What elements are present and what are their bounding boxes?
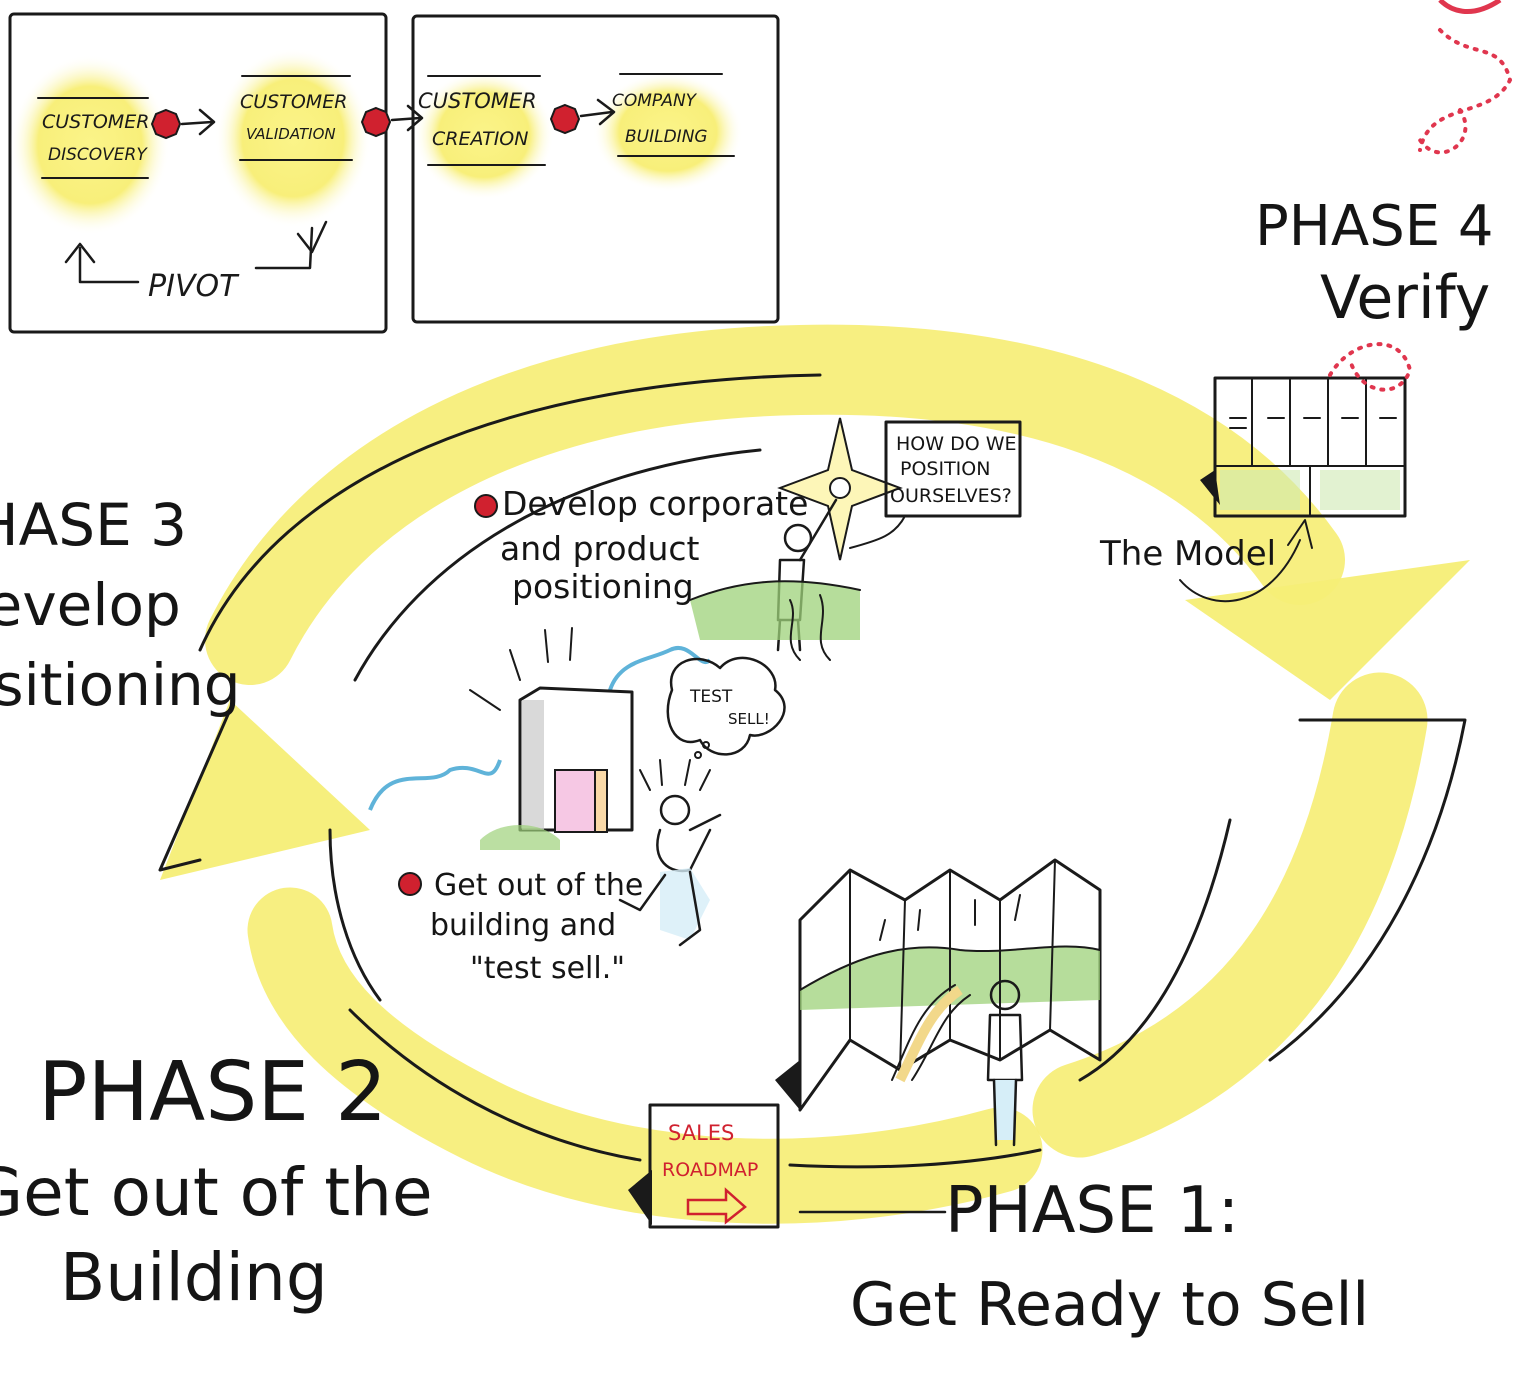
arrow-bottom-arc: [247, 887, 1043, 1224]
pink-doodles: [1328, 28, 1513, 392]
phase-4-title: PHASE 4: [1255, 194, 1494, 259]
bubble-line2: POSITION: [900, 458, 990, 480]
position-speech-box: HOW DO WE POSITION OURSELVES?: [849, 420, 1022, 549]
cycle-arrows: [158, 324, 1470, 1224]
step-label-line1: COMPANY: [612, 91, 698, 111]
phase-4-label: PHASE 4 Verify: [1255, 194, 1494, 333]
step-customer-discovery: CUSTOMER DISCOVERY: [37, 97, 149, 179]
get-out-line2: building and: [430, 908, 616, 943]
phase-3-label: PHASE 3 Develop Positioning: [0, 491, 241, 719]
panel-box-right: [411, 14, 780, 324]
positioning-scene: Develop corporate and product positionin…: [474, 417, 1022, 661]
arrow-top-head: [1185, 560, 1470, 700]
roadmap-line2: ROADMAP: [662, 1159, 758, 1181]
step-company-building: COMPANY BUILDING: [612, 73, 735, 157]
model-label: The Model: [1099, 534, 1276, 574]
sky-line: [368, 759, 502, 811]
stop-marker-2: [360, 104, 424, 138]
step-label-line2: DISCOVERY: [48, 145, 148, 165]
phase-2-label: PHASE 2 Get out of the Building: [0, 1045, 433, 1316]
bullet-develop: [474, 494, 498, 518]
phase-3-title: PHASE 3: [0, 491, 187, 559]
step-label-line1: CUSTOMER: [418, 89, 537, 113]
test-sell-bubble: TEST SELL!: [666, 656, 786, 759]
bubble-line3: OURSELVES?: [890, 485, 1012, 507]
business-model-canvas: The Model: [1099, 376, 1407, 603]
step-customer-validation: CUSTOMER VALIDATION: [239, 75, 353, 161]
person-running: [618, 759, 722, 947]
hill-green: [690, 581, 860, 640]
sky-line-2: [608, 646, 712, 691]
stop-marker-3: [549, 98, 616, 135]
pivot-loop: PIVOT: [64, 220, 328, 304]
map-path: [895, 985, 963, 1083]
get-out-line3: "test sell.": [470, 951, 625, 986]
phase-2-line2: Building: [60, 1239, 328, 1316]
develop-line2: and product: [500, 529, 700, 568]
step-label-line1: CUSTOMER: [42, 111, 149, 133]
step-label-line2: CREATION: [432, 128, 528, 150]
arrow-right-arc: [1032, 672, 1428, 1158]
pivot-label: PIVOT: [148, 269, 240, 304]
step-label-line2: BUILDING: [625, 127, 708, 147]
develop-line3: positioning: [512, 567, 694, 606]
person-standing: [986, 979, 1024, 1147]
bubble-line1: HOW DO WE: [896, 433, 1017, 455]
phase-2-line1: Get out of the: [0, 1154, 433, 1231]
develop-line1: Develop corporate: [502, 484, 808, 523]
step-label-line2: VALIDATION: [246, 125, 336, 143]
compass-star-icon: [777, 417, 903, 561]
phase-1-subtitle: Get Ready to Sell: [850, 1270, 1369, 1340]
arrow-right-icon: [686, 1187, 747, 1225]
phase-3-line1: Develop: [0, 571, 181, 639]
test-sell-line1: TEST: [689, 687, 733, 707]
phase-1-label: PHASE 1: Get Ready to Sell: [850, 1174, 1369, 1340]
test-sell-line2: SELL!: [728, 710, 770, 728]
grass-building: [480, 825, 560, 850]
phase-1-title: PHASE 1:: [945, 1174, 1239, 1248]
stop-marker-1: [150, 108, 216, 140]
arrow-left-head: [160, 700, 370, 880]
top-process-panel: CUSTOMER DISCOVERY CUSTOMER VALIDATION C…: [8, 12, 780, 334]
step-label-line1: CUSTOMER: [240, 91, 347, 113]
panel-box-left: [8, 12, 388, 334]
bullet-get-out: [398, 872, 422, 896]
pink-scribble: [1438, 0, 1502, 15]
arrow-top-arc: [205, 324, 1345, 685]
phase-3-line2: Positioning: [0, 651, 241, 719]
step-customer-creation: CUSTOMER CREATION: [418, 75, 546, 166]
phase-4-subtitle: Verify: [1320, 263, 1490, 333]
sales-roadmap-sign: SALES ROADMAP: [628, 1103, 947, 1229]
roadmap-line1: SALES: [668, 1121, 734, 1145]
get-out-line1: Get out of the: [434, 868, 643, 903]
building-scene: TEST SELL! Get out of the building and "…: [368, 627, 786, 986]
phase-2-title: PHASE 2: [38, 1045, 387, 1140]
folded-map-scene: [775, 858, 1102, 1147]
